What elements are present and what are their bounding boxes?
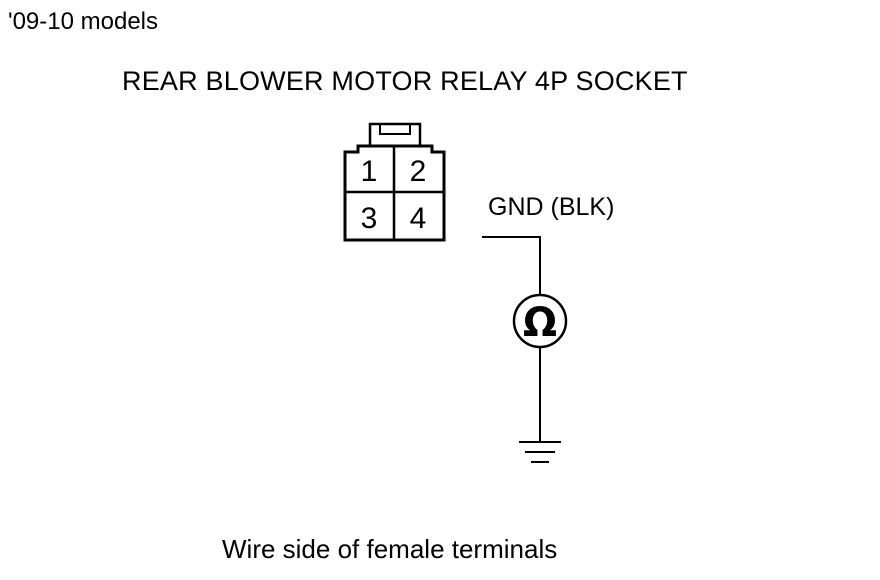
terminal-3-label: 3 xyxy=(361,202,378,235)
connector-lock-latch xyxy=(379,123,411,135)
connector-body xyxy=(343,144,446,242)
model-label: '09-10 models xyxy=(8,8,158,35)
footer-note: Wire side of female terminals xyxy=(222,534,558,564)
terminal-4-label: 4 xyxy=(410,202,427,235)
terminal-1-label: 1 xyxy=(361,155,378,188)
ohm-symbol: Ω xyxy=(523,300,557,346)
socket-title: REAR BLOWER MOTOR RELAY 4P SOCKET xyxy=(122,66,688,96)
gnd-wire-label: GND (BLK) xyxy=(488,193,615,221)
ground-symbol-icon xyxy=(519,441,561,463)
terminal-2-label: 2 xyxy=(410,155,427,188)
ohmmeter-icon: Ω xyxy=(512,293,568,349)
gnd-wire-lead xyxy=(482,236,541,295)
